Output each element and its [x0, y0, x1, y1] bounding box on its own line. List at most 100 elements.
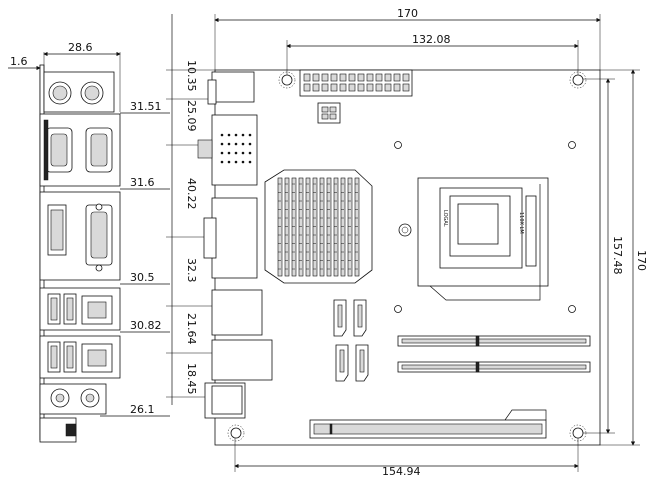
dim-label-30-82: 30.82: [130, 319, 162, 332]
dim-label-30-5: 30.5: [130, 271, 155, 284]
serial-pin: [227, 160, 231, 164]
heatsink-fin: [312, 177, 318, 277]
heatsink-fin: [319, 177, 325, 277]
mounting-holes: [227, 71, 587, 442]
board-holes: [394, 141, 576, 313]
serial-pin: [234, 133, 238, 137]
atx-pin: [402, 83, 410, 92]
socket-label-a: 110X LM: [518, 212, 524, 234]
mounting-hole-tr: [569, 71, 587, 89]
atx-pin: [375, 83, 383, 92]
dim-label-170-right: 170: [635, 250, 648, 271]
atx-pin: [303, 83, 311, 92]
heatsink-fin: [305, 177, 311, 277]
dim-label-32-3: 32.3: [185, 258, 198, 283]
dim-atx: 132.08: [286, 33, 579, 80]
atx-power-connector: [299, 69, 413, 97]
heatsink-fin: [298, 177, 304, 277]
dim-io-width: 28.6: [43, 41, 121, 112]
serial-pin: [227, 151, 231, 155]
dvi-vga-ports: [39, 191, 121, 281]
serial-pin: [241, 142, 245, 146]
cpu-power-connector: [317, 102, 341, 124]
dim-right-height: 170: [600, 69, 648, 446]
dim-label-28-6: 28.6: [68, 41, 93, 54]
ps2-ports: [43, 71, 115, 113]
atx-pin: [375, 73, 383, 82]
atx-pin: [384, 83, 392, 92]
atx-pin: [312, 73, 320, 82]
dimm-slots: [397, 335, 591, 373]
serial-pin: [220, 151, 224, 155]
atx-pin: [321, 73, 329, 82]
dim-label-157-48: 157.48: [611, 236, 624, 275]
serial-pin: [234, 151, 238, 155]
serial-pin: [234, 160, 238, 164]
dim-io-offset: 1.6: [8, 55, 41, 71]
dim-label-154-94: 154.94: [382, 465, 421, 478]
audio-jacks: [39, 383, 107, 443]
mounting-hole-br: [569, 424, 587, 442]
dim-label-170-top: 170: [397, 7, 418, 20]
dim-label-10-35: 10.35: [185, 60, 198, 92]
serial-pin: [227, 133, 231, 137]
serial-pin: [220, 160, 224, 164]
dim-left-depths: 31.51 31.6 30.5 30.82 26.1: [100, 100, 170, 417]
dim-vertical-chain: 10.35 25.09 40.22 32.3 21.64 18.45: [166, 14, 215, 405]
dim-label-31-51: 31.51: [130, 100, 162, 113]
atx-pin: [321, 83, 329, 92]
dim-label-21-64: 21.64: [185, 313, 198, 345]
serial-pin: [241, 151, 245, 155]
heatsink-fin: [291, 177, 297, 277]
dim-label-40-22: 40.22: [185, 178, 198, 210]
chipset-heatsink: [264, 169, 373, 284]
atx-pin: [339, 73, 347, 82]
atx-pin: [366, 83, 374, 92]
atx-pin: [393, 83, 401, 92]
serial-pin: [248, 160, 252, 164]
serial-pin: [241, 160, 245, 164]
atx-pin: [348, 73, 356, 82]
heatsink-fin: [277, 177, 283, 277]
dim-label-26-1: 26.1: [130, 403, 155, 416]
serial-pin: [227, 142, 231, 146]
atx-pin: [357, 73, 365, 82]
board-io-connectors: [197, 71, 273, 419]
cpu-socket: 110X LM LOGAL: [398, 177, 549, 301]
pcie-slot: [309, 409, 547, 439]
serial-pin: [248, 142, 252, 146]
usb-lan-port-2: [39, 335, 121, 379]
atx-pin: [312, 83, 320, 92]
serial-pin: [241, 133, 245, 137]
heatsink-fin: [354, 177, 360, 277]
atx-pin: [339, 83, 347, 92]
serial-ports: [39, 113, 121, 187]
heatsink-fin: [326, 177, 332, 277]
atx-pin: [348, 83, 356, 92]
sata-connectors: [333, 299, 369, 382]
mounting-hole-tl: [278, 71, 296, 89]
atx-pin: [357, 83, 365, 92]
dim-bottom-width: 154.94: [234, 433, 579, 478]
dim-label-1-6: 1.6: [10, 55, 28, 68]
atx-pin: [384, 73, 392, 82]
heatsink-fin: [284, 177, 290, 277]
dim-right-inner: 157.48: [578, 78, 624, 434]
atx-pin: [330, 83, 338, 92]
atx-pin: [402, 73, 410, 82]
serial-pin: [220, 142, 224, 146]
socket-label-b: LOGAL: [442, 210, 448, 227]
rear-io-side-view: [39, 64, 121, 443]
heatsink-fin: [347, 177, 353, 277]
dim-top-width: 170: [214, 7, 601, 70]
atx-pin: [393, 73, 401, 82]
atx-pin: [303, 73, 311, 82]
heatsink-fin: [340, 177, 346, 277]
dim-label-132-08: 132.08: [412, 33, 451, 46]
dim-label-25-09: 25.09: [185, 100, 198, 132]
serial-pin: [234, 142, 238, 146]
atx-pin: [366, 73, 374, 82]
mounting-hole-bl: [227, 424, 245, 442]
heatsink-fin: [333, 177, 339, 277]
serial-pin: [248, 151, 252, 155]
